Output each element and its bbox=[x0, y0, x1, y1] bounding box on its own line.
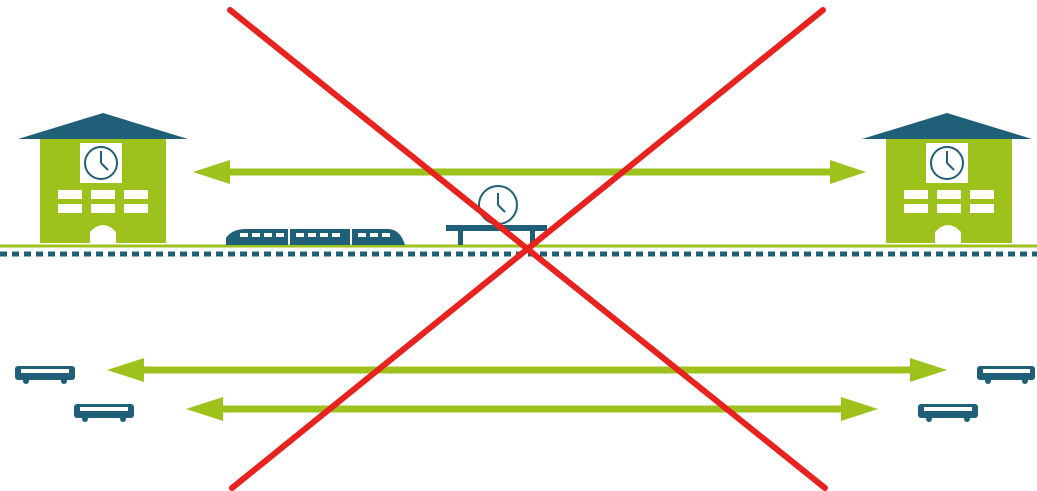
bus-icon bbox=[15, 366, 75, 384]
bus-icon bbox=[977, 366, 1035, 384]
bus-connection-arrow-bottom bbox=[186, 397, 878, 421]
bus-icon bbox=[74, 404, 134, 422]
red-cross-icon bbox=[230, 10, 825, 488]
left-station-roof bbox=[18, 113, 188, 139]
bus-icon bbox=[918, 404, 978, 422]
bus-connection-arrow-top bbox=[107, 358, 947, 382]
train-icon bbox=[226, 229, 405, 245]
clock-icon bbox=[80, 143, 122, 183]
right-station bbox=[862, 113, 1032, 243]
left-station bbox=[18, 113, 188, 243]
right-station-roof bbox=[862, 113, 1032, 139]
rail-connection-arrow bbox=[193, 160, 866, 184]
clock-icon bbox=[926, 143, 968, 183]
